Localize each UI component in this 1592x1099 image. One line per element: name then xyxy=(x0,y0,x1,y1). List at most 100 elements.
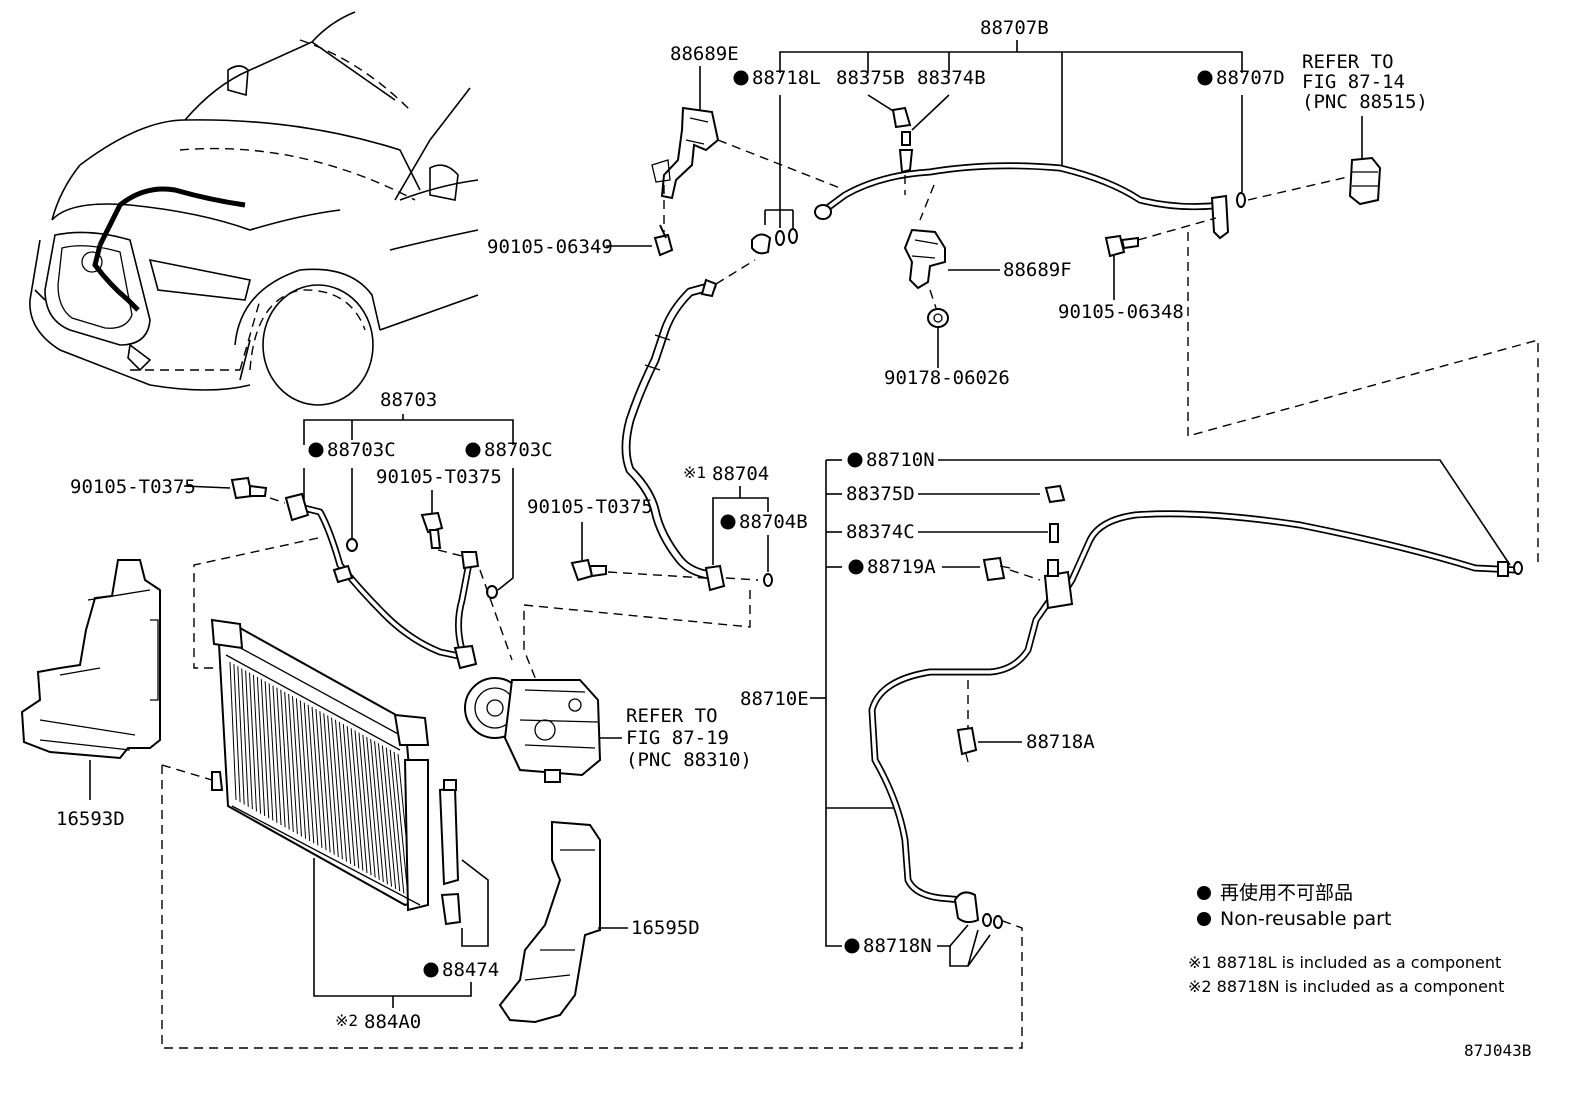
part-label-88707D: 88707D xyxy=(1216,67,1285,89)
condenser-fin xyxy=(256,676,266,816)
part-label-88374C: 88374C xyxy=(846,521,915,543)
pipe-88703 xyxy=(284,492,480,670)
part-label-90105-T0375-b: 90105-T0375 xyxy=(376,466,502,488)
part-label-16593D: 16593D xyxy=(56,808,125,830)
part-label-90105-T0375-c: 90105-T0375 xyxy=(527,496,653,518)
ref-line-3: (PNC 88310) xyxy=(626,749,752,771)
condenser-fin xyxy=(272,685,282,826)
condenser-fin xyxy=(346,726,360,869)
bracket-88689E xyxy=(651,66,841,232)
condenser-fin xyxy=(264,681,274,821)
part-label-88704B: 88704B xyxy=(739,511,808,533)
condenser-fin xyxy=(381,745,397,889)
legend-en: Non-reusable part xyxy=(1220,908,1391,930)
condenser-fin xyxy=(299,700,311,842)
condenser-fin xyxy=(319,711,331,853)
pipe-88707B xyxy=(814,162,1230,240)
condenser-fin xyxy=(292,696,302,837)
non-reusable-dot-icon xyxy=(465,442,481,458)
part-label-88718L: 88718L xyxy=(752,67,821,89)
bolt-90105-06348: 90105-06348 xyxy=(1058,234,1184,323)
switch-88719A xyxy=(982,556,1041,582)
part-label-90105-06348: 90105-06348 xyxy=(1058,301,1184,323)
condenser-fin xyxy=(315,709,327,851)
non-reusable-dot-icon xyxy=(1197,912,1211,926)
vehicle-front-illustration xyxy=(29,11,479,406)
condenser-fin xyxy=(280,689,290,830)
bolt-90105-T0375-c xyxy=(570,558,759,582)
bolt-90105-T0375-a xyxy=(230,476,268,500)
hose-88704 xyxy=(621,259,756,592)
oring-88718N-b xyxy=(993,915,1003,929)
part-label-88375D: 88375D xyxy=(846,483,915,505)
condenser-fin xyxy=(374,741,388,885)
condenser-fin xyxy=(366,736,380,880)
cap-valve-88375B-88374B xyxy=(867,94,950,174)
condenser-fin xyxy=(303,702,315,844)
condenser-fin xyxy=(229,661,237,801)
condenser-fin xyxy=(260,679,270,819)
non-reusable-dot-icon xyxy=(720,514,736,530)
shroud-16595D: 16595D xyxy=(498,820,700,1024)
condenser-fin xyxy=(350,728,364,871)
note-marker-1: ※1 xyxy=(683,463,706,482)
condenser-fin xyxy=(249,672,257,812)
oring-88703C-left xyxy=(346,538,358,552)
non-reusable-dot-icon xyxy=(844,938,860,954)
part-label-88718N: 88718N xyxy=(863,935,932,957)
condenser-fin xyxy=(354,730,368,873)
condenser-fin xyxy=(342,724,356,867)
part-label-88718A: 88718A xyxy=(1026,731,1095,753)
bolt-90105-T0375-b xyxy=(420,511,444,549)
condenser-fin xyxy=(370,738,384,883)
cap-88375D xyxy=(1044,484,1066,504)
condenser-fin xyxy=(295,698,307,839)
part-label-884A0: 884A0 xyxy=(364,1011,421,1033)
condenser-fin xyxy=(233,664,241,803)
part-label-90105-T0375-a: 90105-T0375 xyxy=(70,476,196,498)
compressor-illustration xyxy=(464,677,602,783)
oring-88707D xyxy=(1236,192,1246,208)
legend-note-1: ※1 88718L is included as a component xyxy=(1188,953,1501,972)
non-reusable-dot-icon xyxy=(423,962,439,978)
condenser-fin xyxy=(362,734,376,878)
switch-88718A: 88718A xyxy=(956,726,1095,763)
part-label-88689F: 88689F xyxy=(1003,259,1072,281)
part-label-88707B: 88707B xyxy=(980,17,1049,39)
condenser-fin xyxy=(245,670,253,810)
shroud-16593D: 16593D xyxy=(20,559,161,830)
part-label-88703: 88703 xyxy=(380,389,437,411)
valve-88374C xyxy=(1049,523,1059,543)
condenser-fin xyxy=(377,743,393,887)
legend-note-2: ※2 88718N is included as a component xyxy=(1188,977,1504,996)
ref-line-2: FIG 87-19 xyxy=(626,727,729,749)
condenser-fin xyxy=(334,719,348,862)
part-label-88689E: 88689E xyxy=(670,43,739,65)
condenser-fin xyxy=(276,687,286,828)
diagram-code: 87J043B xyxy=(1464,1041,1531,1060)
non-reusable-dot-icon xyxy=(847,452,863,468)
oring-88718N-a xyxy=(982,913,992,927)
non-reusable-dot-icon xyxy=(308,442,324,458)
condenser-fin xyxy=(327,715,339,858)
ref-line-1: REFER TO xyxy=(626,705,718,727)
condenser-fin xyxy=(268,683,278,823)
part-label-88710E: 88710E xyxy=(740,688,809,710)
bolt-90105-06349 xyxy=(653,224,674,257)
label-88707B-group: 88707B xyxy=(779,17,1243,165)
legend: 再使用不可部品 Non-reusable part ※1 88718L is i… xyxy=(1188,882,1504,996)
non-reusable-dot-icon xyxy=(1197,886,1211,900)
part-label-90105-06349: 90105-06349 xyxy=(487,236,613,258)
oring-88704B xyxy=(763,573,773,587)
non-reusable-dot-icon xyxy=(848,559,864,575)
orings-88718L xyxy=(751,95,798,255)
condenser-illustration xyxy=(210,618,462,926)
part-label-88374B: 88374B xyxy=(917,67,986,89)
part-label-88719A: 88719A xyxy=(867,556,936,578)
part-label-88710N: 88710N xyxy=(866,449,935,471)
connector-ref-88515 xyxy=(1137,156,1382,241)
non-reusable-dot-icon xyxy=(733,70,749,86)
note-marker-2: ※2 xyxy=(335,1011,358,1030)
part-label-88703C-right: 88703C xyxy=(484,439,553,461)
